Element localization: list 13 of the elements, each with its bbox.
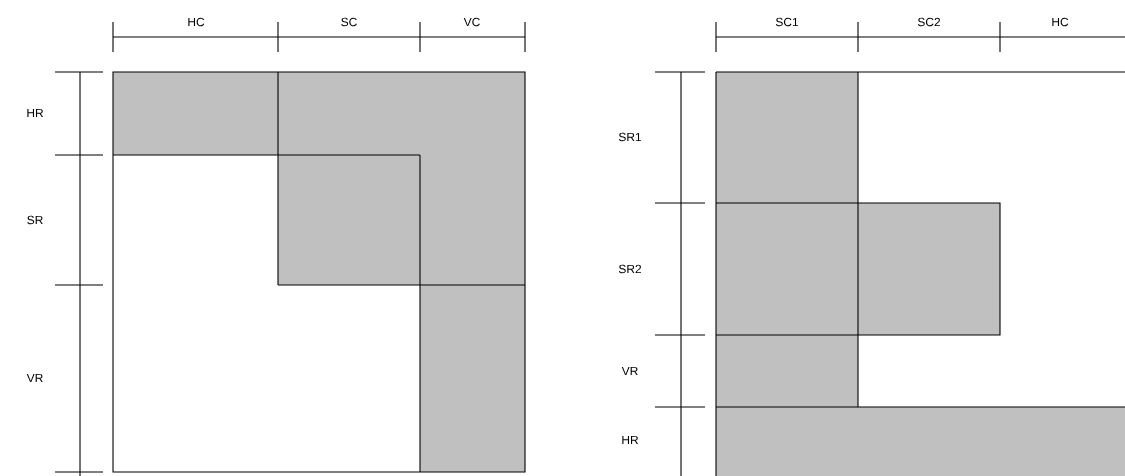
row-label: HR [27, 108, 44, 118]
column-label: HC [1052, 17, 1069, 27]
column-label: HC [188, 17, 205, 27]
column-label: VC [463, 17, 480, 27]
row-label: VR [621, 366, 638, 376]
column-label: SC2 [917, 17, 941, 27]
row-label: SR1 [618, 132, 642, 142]
column-label: SC1 [775, 17, 799, 27]
row-label: VR [26, 373, 43, 383]
row-label: SR2 [618, 264, 642, 274]
row-label: HR [622, 435, 639, 445]
row-label: SR [27, 215, 43, 225]
column-label: SC [341, 17, 357, 27]
